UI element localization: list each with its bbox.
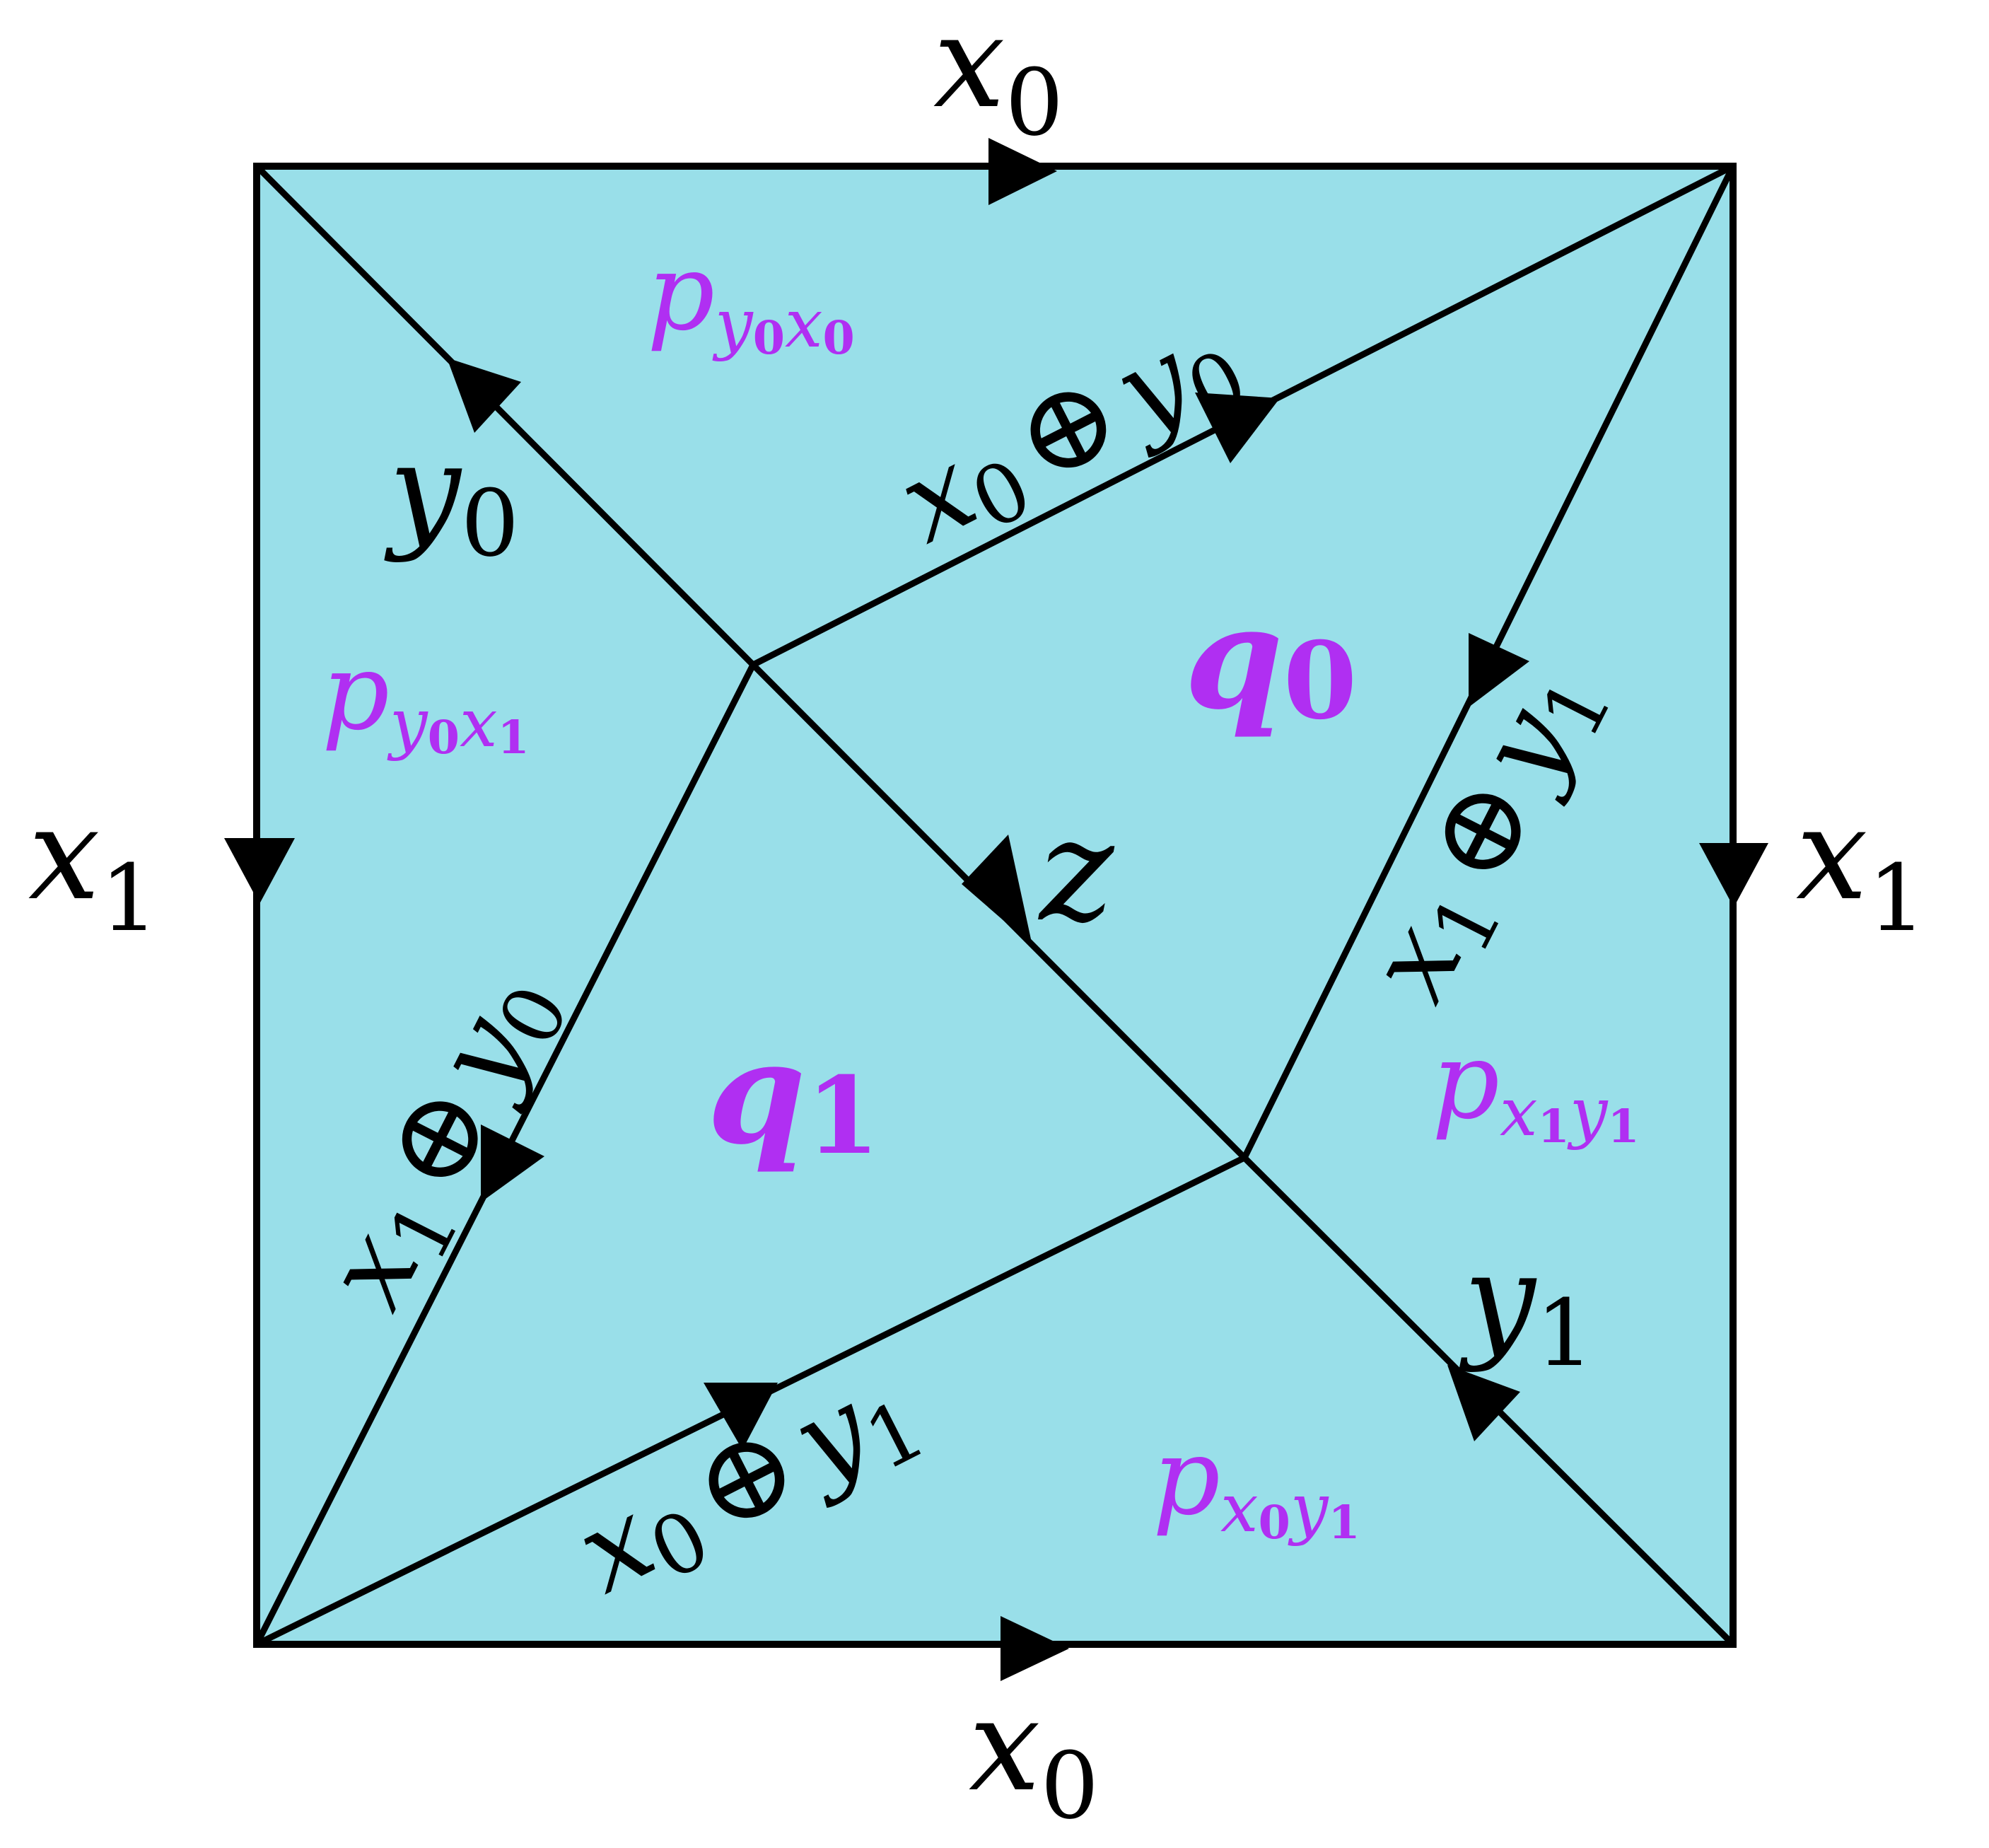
arrow-x0-xor-y0	[1195, 393, 1280, 463]
arrow-z	[962, 835, 1032, 946]
label-right-x1: x1	[1796, 781, 1926, 952]
face-q0: q0	[1184, 575, 1357, 743]
face-q1: q1	[707, 1010, 880, 1178]
arrowheads	[224, 138, 1768, 1681]
face-p-x1y1: px1y1	[1432, 1020, 1640, 1153]
label-z: z	[1038, 789, 1115, 953]
label-y0: y0	[384, 417, 519, 577]
arrow-x0-xor-y1	[704, 1383, 778, 1450]
arrow-x1-xor-y1	[1469, 633, 1529, 707]
label-left-x1: x1	[28, 781, 158, 952]
arrow-left	[224, 838, 295, 904]
edge-y0	[253, 163, 757, 668]
label-y1: y1	[1459, 1226, 1594, 1387]
face-p-x0y1: px0y1	[1153, 1416, 1360, 1550]
face-labels: q0 q1 py0x0 py0x1 px1y1 px0y1	[322, 231, 1640, 1550]
arrow-bottom	[1001, 1616, 1069, 1681]
face-p-y0x0: py0x0	[647, 231, 855, 365]
arrow-x1-xor-y0	[481, 1125, 544, 1202]
label-bottom-x0: x0	[969, 1672, 1099, 1840]
face-p-y0x1: py0x1	[322, 631, 530, 765]
label-top-x0: x0	[933, 0, 1063, 156]
arrow-right	[1699, 843, 1768, 907]
arrow-y1	[1447, 1365, 1520, 1441]
arrow-top	[988, 138, 1057, 205]
arrow-y0	[447, 358, 521, 433]
